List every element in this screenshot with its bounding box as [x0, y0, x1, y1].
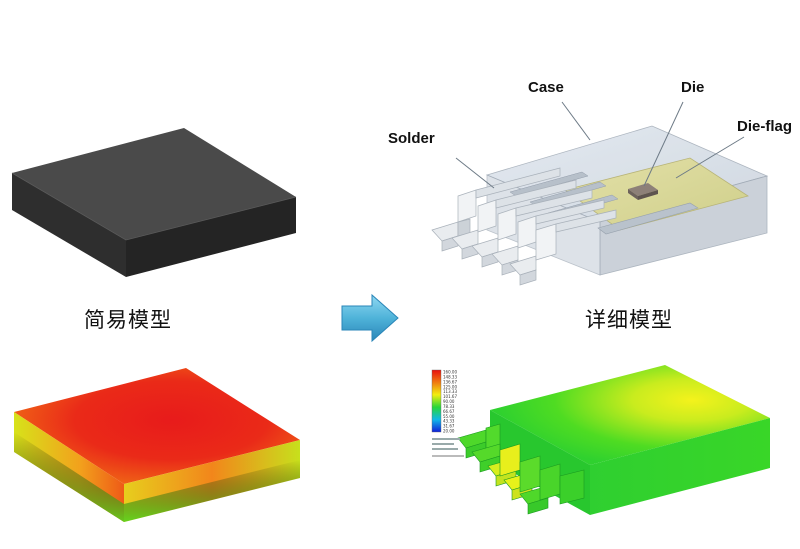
legend-tick-label: 78.33 — [443, 404, 455, 409]
simple-model-thermal — [14, 368, 300, 522]
detailed-package — [431, 101, 769, 286]
die-flag-callout: Die-flag — [737, 118, 792, 135]
legend-tick-label: 31.67 — [443, 424, 455, 429]
legend-tick-label: 90.00 — [443, 399, 455, 404]
legend-tick-label: 125.00 — [443, 384, 457, 389]
legend-tick-label: 20.00 — [443, 429, 455, 434]
solder-pins — [431, 167, 617, 286]
legend-tick-label: 160.00 — [443, 370, 457, 375]
case-leader — [561, 101, 591, 141]
detailed-model-thermal — [457, 365, 770, 515]
temperature-legend: 160.00148.33136.67125.00113.33101.6790.0… — [431, 369, 464, 457]
die-flag-leader — [675, 136, 745, 179]
right-arrow-icon — [341, 293, 399, 343]
case-callout: Case — [528, 79, 564, 96]
legend-colorbar — [431, 369, 442, 433]
legend-tick-label: 113.33 — [443, 389, 457, 394]
solder-leader — [455, 157, 495, 189]
die-leader — [643, 101, 684, 187]
die — [628, 183, 658, 196]
legend-tick-label: 66.67 — [443, 409, 455, 414]
solder-callout: Solder — [388, 130, 435, 147]
legend-tick-label: 148.33 — [443, 374, 457, 379]
legend-tick-label: 136.67 — [443, 379, 457, 384]
simple-model-label: 简易模型 — [84, 308, 172, 332]
legend-tick-label: 55.00 — [443, 414, 455, 419]
legend-tick-label: 101.67 — [443, 394, 457, 399]
legend-tick-label: 43.33 — [443, 419, 455, 424]
die-callout: Die — [681, 79, 704, 96]
simple-model-block — [11, 128, 297, 277]
detailed-model-label: 详细模型 — [585, 308, 673, 332]
